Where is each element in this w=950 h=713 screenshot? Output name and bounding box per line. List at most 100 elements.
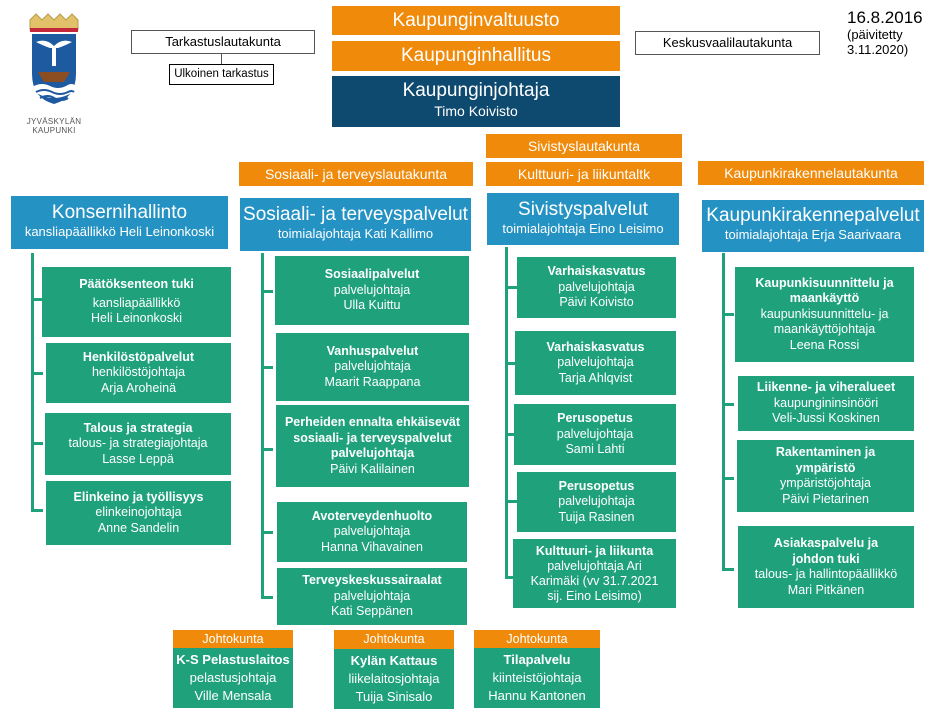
unit-line: Maarit Raappana <box>324 374 421 389</box>
unit-kulttuuri-liikunta[interactable]: Kulttuuri- ja liikunta palvelujohtaja Ar… <box>513 539 676 608</box>
connector-col4-b2 <box>722 403 734 406</box>
unit-line: Päivi Pietarinen <box>782 491 869 506</box>
committee-education[interactable]: Sivistyslautakunta <box>486 134 682 158</box>
unit-asiakaspalvelu[interactable]: Asiakaspalvelu ja johdon tuki talous- ja… <box>738 526 914 608</box>
unit-line: palvelujohtaja <box>558 279 635 294</box>
enterprise-line: pelastusjohtaja <box>189 670 277 685</box>
unit-line: sij. Eino Leisimo) <box>547 588 642 603</box>
connector-col1-b2 <box>31 372 43 375</box>
unit-line: Leena Rossi <box>789 337 860 352</box>
committee-education-label: Sivistyslautakunta <box>527 138 641 154</box>
enterprise-body: Kylän Kattaus liikelaitosjohtaja Tuija S… <box>334 649 454 709</box>
enterprise-kylan-kattaus[interactable]: Johtokunta Kylän Kattaus liikelaitosjoht… <box>334 630 454 710</box>
unit-perusopetus-2[interactable]: Perusopetus palvelujohtaja Tuija Rasinen <box>517 472 676 532</box>
connector-col2-b5 <box>261 596 273 599</box>
unit-line: Ulla Kuittu <box>343 298 401 313</box>
committee-social-label: Sosiaali- ja terveyslautakunta <box>264 166 448 182</box>
connector-col4-b3 <box>722 477 734 480</box>
logo-text-line1: JYVÄSKYLÄN <box>26 117 82 126</box>
unit-elinkeino[interactable]: Elinkeino ja työllisyys elinkeinojohtaja… <box>46 481 231 545</box>
unit-line: Veli-Jussi Koskinen <box>772 411 880 426</box>
unit-line: Tuija Rasinen <box>558 509 635 524</box>
unit-title: Rakentaminen ja ympäristö <box>775 445 876 475</box>
connector-col2 <box>261 253 264 598</box>
division-konsernihallinto[interactable]: Konsernihallinto kansliapäällikkö Heli L… <box>11 196 228 249</box>
unit-line: Hanna Vihavainen <box>321 539 423 554</box>
connector-col1-b3 <box>31 442 43 445</box>
unit-liikenne-viheralueet[interactable]: Liikenne- ja viheralueet kaupungininsinö… <box>738 376 914 431</box>
unit-talous-ja-strategia[interactable]: Talous ja strategia talous- ja strategia… <box>45 413 231 475</box>
coat-of-arms-icon <box>29 13 79 104</box>
unit-title: Avoterveydenhuolto <box>311 508 433 523</box>
unit-title: Henkilöstöpalvelut <box>82 349 195 364</box>
connector-col2-b3 <box>261 448 273 451</box>
unit-rakentaminen[interactable]: Rakentaminen ja ympäristö ympäristöjohta… <box>737 440 914 512</box>
committee-culture[interactable]: Kulttuuri- ja liikuntaltk <box>486 162 682 186</box>
enterprise-line: Hannu Kantonen <box>488 688 586 703</box>
connector-col2-b2 <box>261 366 273 369</box>
division-title: Kaupunkirakennepalvelut <box>706 205 920 226</box>
unit-title: Varhaiskasvatus <box>546 339 645 354</box>
division-education[interactable]: Sivistyspalvelut toimialajohtaja Eino Le… <box>487 193 679 245</box>
unit-title: Asiakaspalvelu ja johdon tuki <box>773 536 879 566</box>
connector-col2-b1 <box>261 290 273 293</box>
unit-avoterveydenhuolto[interactable]: Avoterveydenhuolto palvelujohtaja Hanna … <box>277 502 467 562</box>
connector-col3-b2 <box>505 362 517 365</box>
division-title: Sosiaali- ja terveyspalvelut <box>243 204 468 225</box>
unit-title: Kaupunkisuunnittelu ja maankäyttö <box>755 275 894 306</box>
date-main: 16.8.2016 <box>847 8 923 27</box>
unit-line: Mari Pitkänen <box>787 582 865 597</box>
unit-line: palvelujohtaja <box>334 359 411 374</box>
mayor-box[interactable]: Kaupunginjohtaja Timo Koivisto <box>332 76 620 127</box>
election-board-box[interactable]: Keskusvaalilautakunta <box>635 31 820 55</box>
unit-line: kaupungininsinööri <box>773 395 879 410</box>
unit-title: Terveyskeskussairaalat <box>302 573 442 588</box>
connector-col3-b1 <box>505 286 517 289</box>
audit-board-label: Tarkastuslautakunta <box>165 34 281 49</box>
committee-social[interactable]: Sosiaali- ja terveyslautakunta <box>239 162 473 186</box>
unit-line: kansliapäällikkö <box>92 295 181 310</box>
unit-line: palvelujohtaja <box>556 426 634 441</box>
unit-kaupunkisuunnittelu[interactable]: Kaupunkisuunnittelu ja maankäyttö kaupun… <box>735 267 914 362</box>
unit-terveyskeskussairaalat[interactable]: Terveyskeskussairaalat palvelujohtaja Ka… <box>277 568 467 625</box>
committee-urban[interactable]: Kaupunkirakennelautakunta <box>698 161 924 185</box>
unit-henkilostopalvelut[interactable]: Henkilöstöpalvelut henkilöstöjohtaja Arj… <box>46 343 231 403</box>
unit-varhaiskasvatus-1[interactable]: Varhaiskasvatus palvelujohtaja Päivi Koi… <box>517 257 676 318</box>
division-social-health[interactable]: Sosiaali- ja terveyspalvelut toimialajoh… <box>240 198 471 251</box>
unit-title: Elinkeino ja työllisyys <box>73 489 204 504</box>
connector-col3-b3 <box>505 433 517 436</box>
unit-title: Perheiden ennalta ehkäisevät sosiaali- j… <box>284 415 461 460</box>
unit-vanhuspalvelut[interactable]: Vanhuspalvelut palvelujohtaja Maarit Raa… <box>276 333 469 401</box>
division-title: Konsernihallinto <box>51 202 188 223</box>
enterprise-pelastuslaitos[interactable]: Johtokunta K-S Pelastuslaitos pelastusjo… <box>173 630 293 710</box>
unit-title: Vanhuspalvelut <box>326 343 419 358</box>
unit-line: Päivi Koivisto <box>559 295 634 310</box>
city-council-box[interactable]: Kaupunginvaltuusto <box>332 6 620 35</box>
committee-culture-label: Kulttuuri- ja liikuntaltk <box>517 166 651 182</box>
unit-line: Anne Sandelin <box>97 520 180 535</box>
unit-line: Heli Leinonkoski <box>90 311 183 326</box>
unit-line: Lasse Leppä <box>102 451 174 466</box>
unit-sosiaalipalvelut[interactable]: Sosiaalipalvelut palvelujohtaja Ulla Kui… <box>275 256 469 325</box>
connector-col1-b4 <box>31 509 43 512</box>
unit-line: palvelujohtaja <box>558 494 635 509</box>
date-updated-2: 3.11.2020) <box>847 42 909 57</box>
city-board-label: Kaupunginhallitus <box>400 45 551 66</box>
external-audit-box[interactable]: Ulkoinen tarkastus <box>169 64 274 85</box>
division-urban[interactable]: Kaupunkirakennepalvelut toimialajohtaja … <box>702 200 924 252</box>
unit-line: Arja Aroheinä <box>100 380 177 395</box>
unit-title: Perusopetus <box>557 411 633 426</box>
unit-line: Sami Lahti <box>565 442 625 457</box>
city-council-label: Kaupunginvaltuusto <box>392 10 560 31</box>
unit-varhaiskasvatus-2[interactable]: Varhaiskasvatus palvelujohtaja Tarja Ahl… <box>515 331 676 395</box>
unit-paatoksenteon-tuki[interactable]: Päätöksenteon tuki kansliapäällikkö Heli… <box>42 267 231 337</box>
unit-perusopetus-1[interactable]: Perusopetus palvelujohtaja Sami Lahti <box>514 404 676 465</box>
unit-perheiden-palvelut[interactable]: Perheiden ennalta ehkäisevät sosiaali- j… <box>276 405 469 487</box>
city-board-box[interactable]: Kaupunginhallitus <box>332 41 620 71</box>
connector-col4-b1 <box>722 313 734 316</box>
enterprise-title: Tilapalvelu <box>503 652 571 667</box>
audit-board-box[interactable]: Tarkastuslautakunta <box>131 30 315 54</box>
enterprise-tilapalvelu[interactable]: Johtokunta Tilapalvelu kiinteistöjohtaja… <box>474 630 600 710</box>
division-title: Sivistyspalvelut <box>518 199 648 220</box>
division-head: toimialajohtaja Erja Saarivaara <box>724 227 902 242</box>
